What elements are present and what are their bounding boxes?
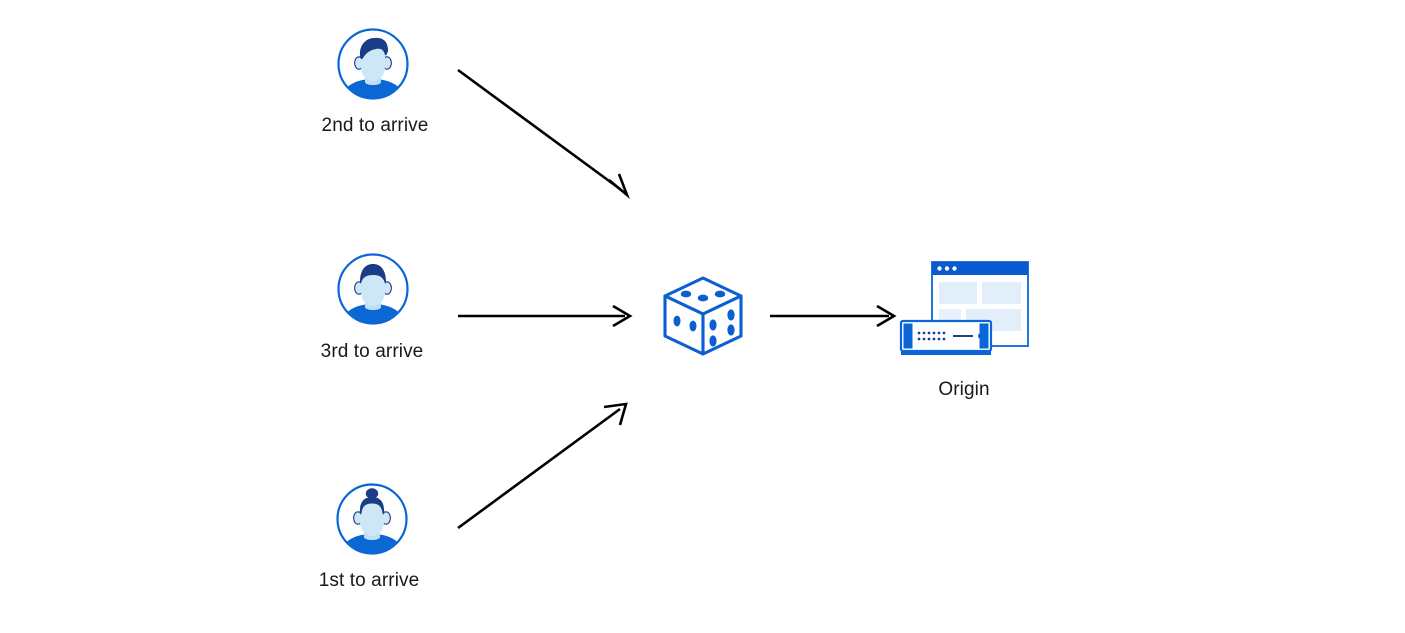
- dice-icon[interactable]: [655, 268, 751, 364]
- user-avatar-icon[interactable]: [335, 251, 411, 327]
- dice-pips-left: [673, 315, 697, 332]
- user-avatar-bun-icon[interactable]: [334, 481, 410, 557]
- origin-server-icon[interactable]: [896, 258, 1036, 366]
- arrow-balancer-to-origin: [770, 304, 897, 328]
- client-middle-label: 3rd to arrive: [320, 341, 424, 362]
- arrow-client-top-to-balancer: [457, 68, 630, 200]
- client-bottom-label: 1st to arrive: [318, 570, 420, 591]
- dice-pips-top: [680, 290, 726, 302]
- arrow-client-bottom-to-balancer: [457, 402, 628, 530]
- origin-label: Origin: [938, 379, 990, 400]
- user-avatar-icon[interactable]: [335, 26, 411, 102]
- server-led-grid: [917, 331, 946, 341]
- arrow-client-middle-to-balancer: [458, 304, 633, 328]
- server-device: [899, 319, 993, 355]
- dice-pips-right: [709, 309, 735, 347]
- client-top-label: 2nd to arrive: [321, 115, 429, 136]
